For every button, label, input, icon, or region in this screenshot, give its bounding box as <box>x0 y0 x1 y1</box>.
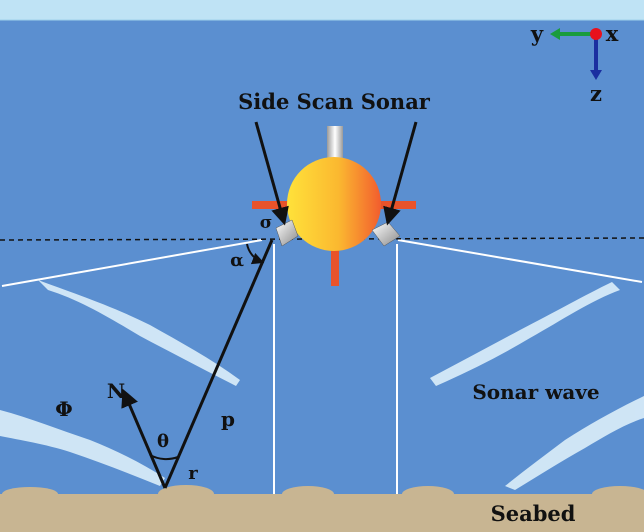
sonar-fin-bottom <box>331 248 339 286</box>
sonar-wave-label: Sonar wave <box>472 380 599 404</box>
sonar-sphere <box>287 157 381 251</box>
theta-label: θ <box>157 431 169 452</box>
alpha-arc <box>246 243 265 265</box>
p-label: p <box>221 407 235 431</box>
sonar-wave-swaths <box>0 280 644 490</box>
title-label: Side Scan Sonar <box>238 89 431 114</box>
water-surface <box>0 0 644 20</box>
sonar-fin-left <box>252 201 296 209</box>
normal-vector <box>121 388 167 489</box>
wave-swath-right-lower <box>505 396 644 490</box>
wave-swath-left-lower <box>0 410 165 486</box>
seabed-label: Seabed <box>491 501 576 526</box>
wave-swath-right-upper <box>430 282 620 386</box>
wave-swath-left-upper <box>38 280 240 386</box>
phi-label: Φ <box>55 397 72 421</box>
axis-origin <box>590 28 602 40</box>
title-arrow-left <box>254 121 289 226</box>
range-line-p <box>163 239 274 489</box>
beam-lines <box>1 239 643 494</box>
y-axis-arrowhead <box>550 28 560 40</box>
seabed <box>0 485 644 532</box>
theta-arc <box>149 454 179 461</box>
transducer-right <box>371 221 401 247</box>
y-axis-label: y <box>530 21 544 46</box>
sigma-label: σ <box>260 213 273 233</box>
r-label: r <box>188 463 198 484</box>
coordinate-axes: y x z <box>530 21 619 106</box>
sonar-device <box>252 126 416 286</box>
normal-label: N <box>107 379 125 403</box>
alpha-label: α <box>230 250 244 271</box>
sonar-mast <box>327 126 343 162</box>
x-axis-label: x <box>606 21 619 46</box>
title-arrow-right <box>383 121 418 226</box>
z-axis-label: z <box>590 81 602 106</box>
z-axis-arrowhead <box>590 70 602 80</box>
